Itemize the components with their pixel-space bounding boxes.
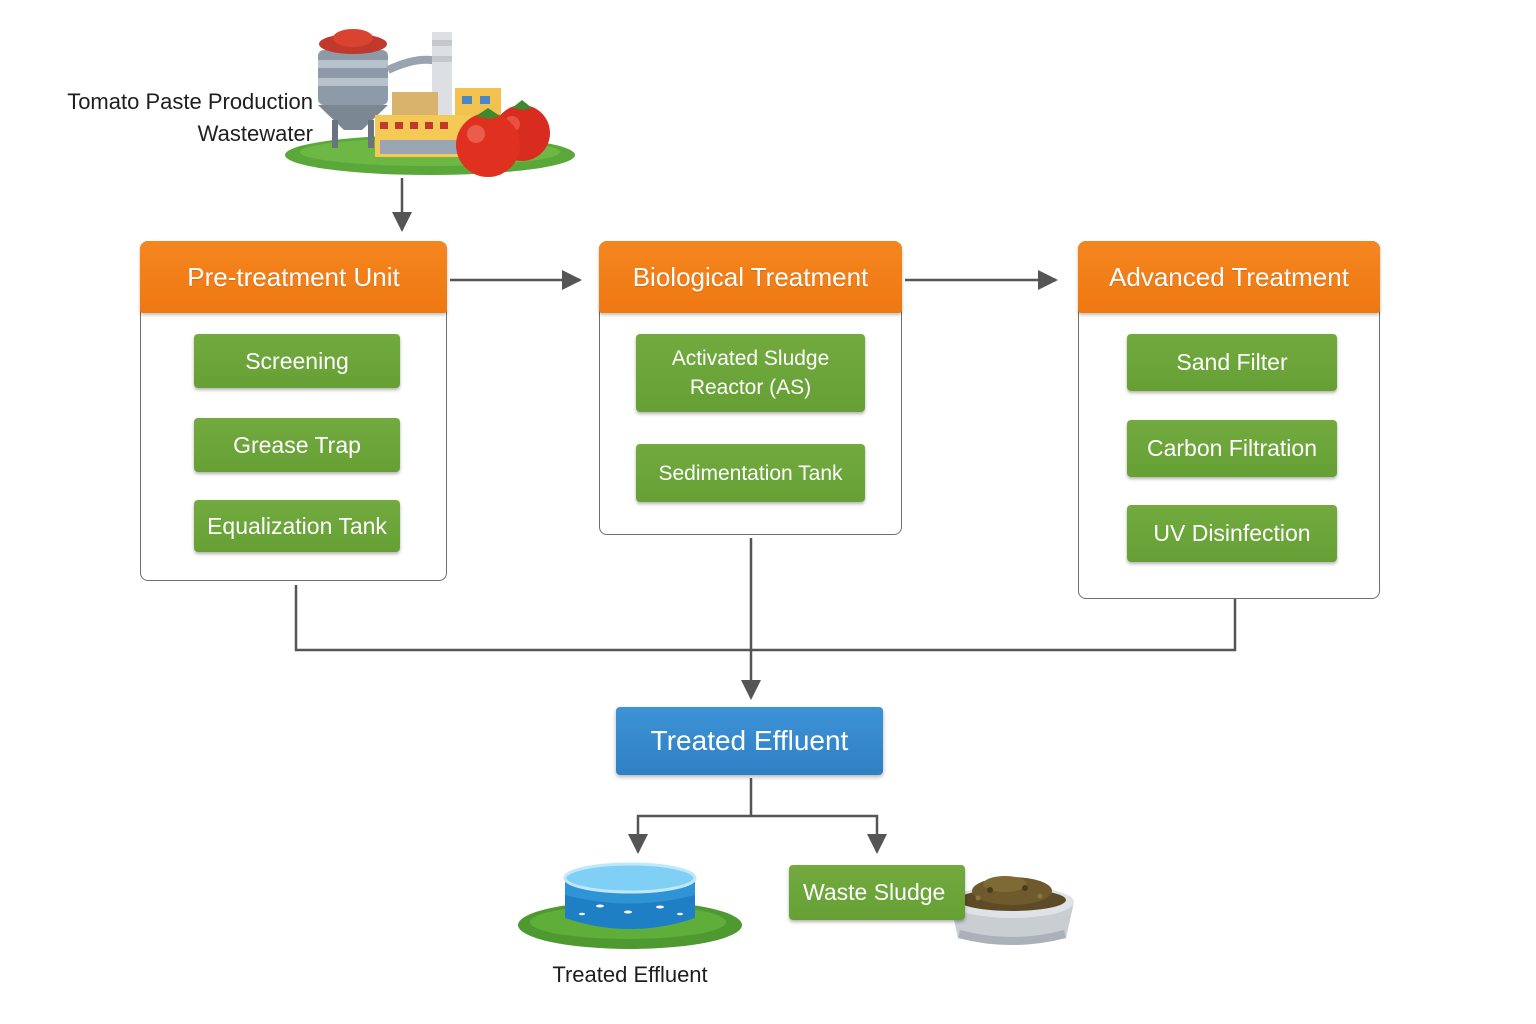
screening-step: Screening: [194, 334, 400, 388]
pretreatment-unit-panel: Pre-treatment Unit Screening Grease Trap…: [140, 241, 447, 581]
sludge-bowl-icon: [950, 876, 1074, 945]
sand-filter-step: Sand Filter: [1127, 334, 1337, 391]
treated-effluent-output-label: Treated Effluent: [552, 962, 708, 987]
tomato-factory-icon: [285, 29, 575, 177]
water-pool-icon: [518, 862, 742, 949]
advanced-treatment-panel: Advanced Treatment Sand Filter Carbon Fi…: [1078, 241, 1380, 599]
sedimentation-tank-step: Sedimentation Tank: [636, 444, 865, 502]
equalization-tank-step: Equalization Tank: [194, 500, 400, 552]
split-connector: [628, 778, 887, 854]
biological-treatment-header: Biological Treatment: [599, 241, 902, 313]
biological-treatment-panel: Biological Treatment Activated Sludge Re…: [599, 241, 902, 535]
pretreatment-unit-header: Pre-treatment Unit: [140, 241, 447, 313]
carbon-filtration-step: Carbon Filtration: [1127, 420, 1337, 477]
source-label-line2: Wastewater: [197, 121, 313, 146]
waste-sludge-box: Waste Sludge: [789, 865, 965, 920]
source-label-line1: Tomato Paste Production: [67, 89, 313, 114]
treated-effluent-box: Treated Effluent: [616, 707, 883, 775]
activated-sludge-reactor-step: Activated Sludge Reactor (AS): [636, 334, 865, 412]
merge-connector: [294, 538, 1237, 700]
uv-disinfection-step: UV Disinfection: [1127, 505, 1337, 562]
grease-trap-step: Grease Trap: [194, 418, 400, 472]
advanced-treatment-header: Advanced Treatment: [1078, 241, 1380, 313]
source-label: Tomato Paste Production Wastewater: [20, 86, 313, 150]
